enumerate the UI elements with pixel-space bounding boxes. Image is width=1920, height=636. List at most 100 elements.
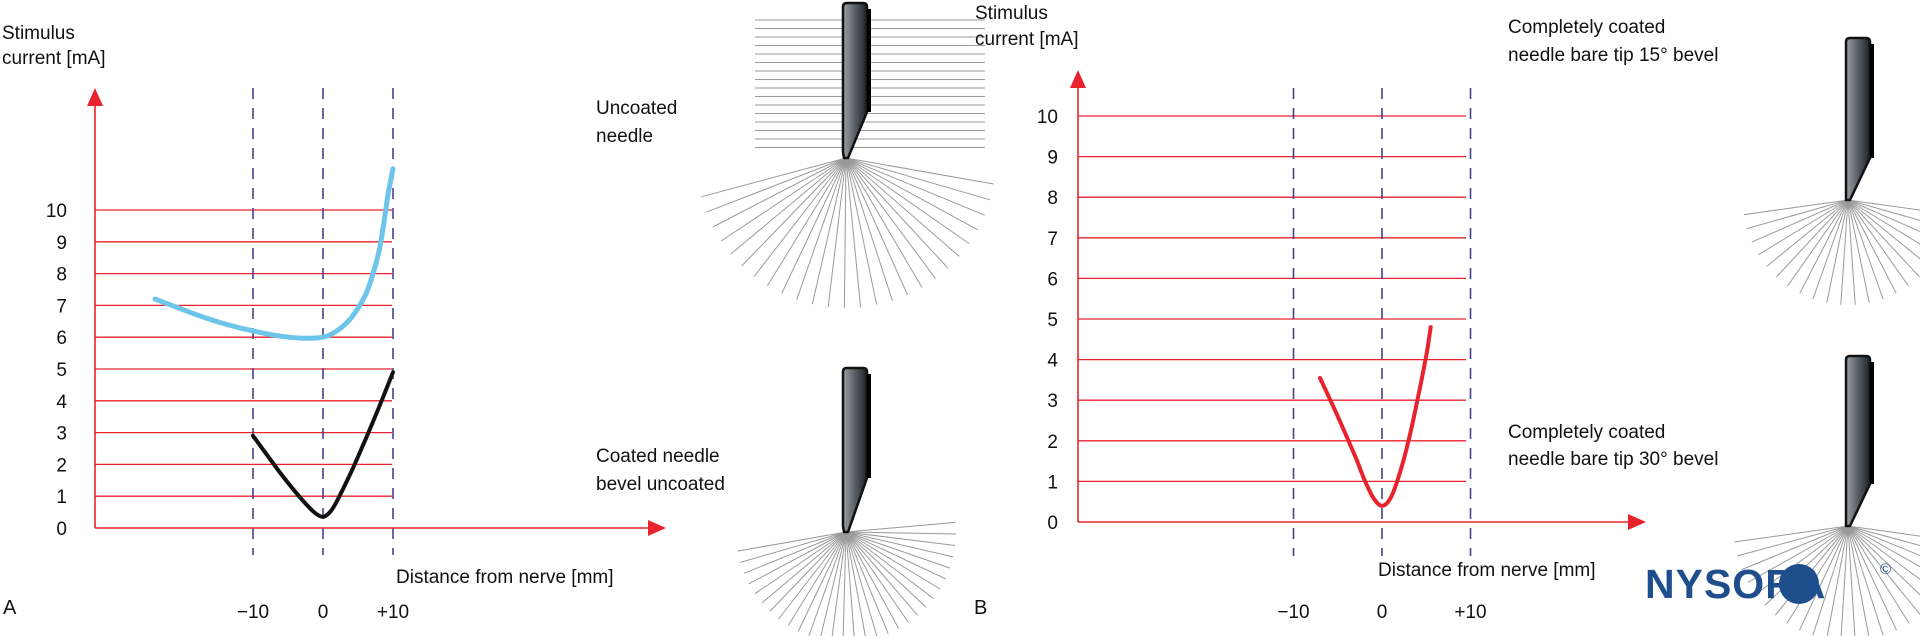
field-line [1751, 199, 1849, 243]
panel-a-y-tick-2: 2 [56, 455, 67, 476]
panel-a-x-tick-0: −10 [237, 602, 269, 623]
panel-b-y-tick-5: 5 [1047, 310, 1058, 331]
panel-a-y-tick-0: 0 [56, 519, 67, 540]
field-line [1812, 199, 1849, 300]
needle-shaft [841, 1, 869, 160]
field-line [1776, 199, 1849, 278]
panel-a-y-tick-6: 6 [56, 328, 67, 349]
panel-b-y-tick-9: 9 [1047, 148, 1058, 169]
panel-b-ylabel-line2: current [mA] [975, 29, 1078, 50]
panel-a-y-tick-7: 7 [56, 296, 67, 317]
field-line [1847, 525, 1920, 557]
panel-a-series-line-0 [152, 166, 396, 341]
field-line [845, 157, 978, 231]
field-line [845, 157, 985, 216]
panel-b-x-tick-1: 0 [1377, 602, 1388, 623]
uncoated-needle-label-line1: Uncoated [596, 98, 677, 119]
field-line [753, 157, 847, 277]
field-line [1847, 525, 1920, 596]
panel-b-y-tick-7: 7 [1047, 229, 1058, 250]
field-line [1812, 525, 1849, 636]
field-line [845, 531, 927, 608]
panel-b-series [1318, 325, 1433, 508]
panel-a-y-tick-9: 9 [56, 233, 67, 254]
panel-a-ylabel-line2: current [mA] [2, 48, 105, 69]
panel-b-y-axis-arrow [1070, 70, 1086, 88]
field-line [796, 157, 847, 300]
panel-b-y-tick-4: 4 [1047, 351, 1058, 372]
panel-b-letter: B [974, 597, 987, 619]
panel-b-y-tick-8: 8 [1047, 188, 1058, 209]
field-line [797, 531, 847, 632]
panel-a-x-tick-2: +10 [377, 602, 409, 623]
field-line [1847, 199, 1856, 305]
field-line [845, 157, 878, 305]
field-line [766, 157, 847, 287]
field-line [845, 157, 994, 185]
field-line [730, 157, 847, 255]
coated-needle-label-line1: Coated needle [596, 446, 720, 467]
field-line [845, 531, 855, 636]
field-line [741, 157, 847, 267]
panel-a-y-tick-8: 8 [56, 265, 67, 286]
panel-b-y-tick-6: 6 [1047, 269, 1058, 290]
panel-a-y-axis-arrow [87, 88, 103, 106]
field-line [769, 531, 847, 612]
field-line [743, 531, 847, 574]
field-line [700, 157, 847, 198]
field-line [1847, 525, 1920, 568]
field-line [1799, 525, 1849, 631]
field-line [845, 157, 893, 301]
field-line [1847, 525, 1910, 624]
field-line [845, 531, 909, 623]
panel-a-letter: A [3, 597, 17, 619]
coated-bevel-uncoated-needle-illustration [737, 366, 957, 636]
panel-b-grid [1078, 115, 1466, 483]
field-line [778, 531, 847, 620]
field-line [1847, 525, 1870, 636]
needle-15-bevel-label-line1: Completely coated [1508, 17, 1665, 38]
field-line [845, 531, 957, 535]
panel-a-ylabel-line1: Stimulus [2, 23, 75, 44]
field-line [845, 157, 960, 257]
field-line [1847, 199, 1870, 303]
field-line [1847, 525, 1920, 546]
field-line [831, 531, 847, 636]
nysora-logo: NYSORA © [1645, 561, 1891, 607]
coated-15-degree-bevel-needle-illustration [1743, 36, 1920, 305]
field-line [1747, 525, 1849, 583]
needle-shaft [1844, 354, 1872, 528]
uncoated-needle-label-line2: needle [596, 126, 653, 147]
field-line [845, 521, 956, 533]
field-line [1847, 525, 1897, 631]
panel-a-y-tick-3: 3 [56, 424, 67, 445]
field-line [1847, 199, 1897, 294]
field-line [1766, 199, 1849, 267]
field-line [845, 531, 954, 558]
field-line [1787, 199, 1849, 287]
field-line [1847, 199, 1920, 221]
coated-30-degree-bevel-needle-illustration [1734, 354, 1920, 636]
field-line [845, 157, 936, 279]
panel-b-y-tick-3: 3 [1047, 391, 1058, 412]
field-line [1847, 199, 1920, 245]
panel-b-y-tick-0: 0 [1047, 513, 1058, 534]
field-line [845, 157, 991, 201]
field-line [1826, 199, 1849, 303]
field-line [808, 531, 847, 636]
field-line [845, 531, 934, 599]
field-line [706, 157, 847, 213]
field-line [845, 157, 970, 245]
field-line [845, 531, 946, 580]
field-line [845, 531, 956, 546]
field-line [1847, 199, 1909, 287]
panel-b-x-axis-arrow [1628, 514, 1646, 530]
field-line [748, 531, 847, 585]
field-line [1758, 199, 1849, 256]
field-line [845, 157, 923, 288]
